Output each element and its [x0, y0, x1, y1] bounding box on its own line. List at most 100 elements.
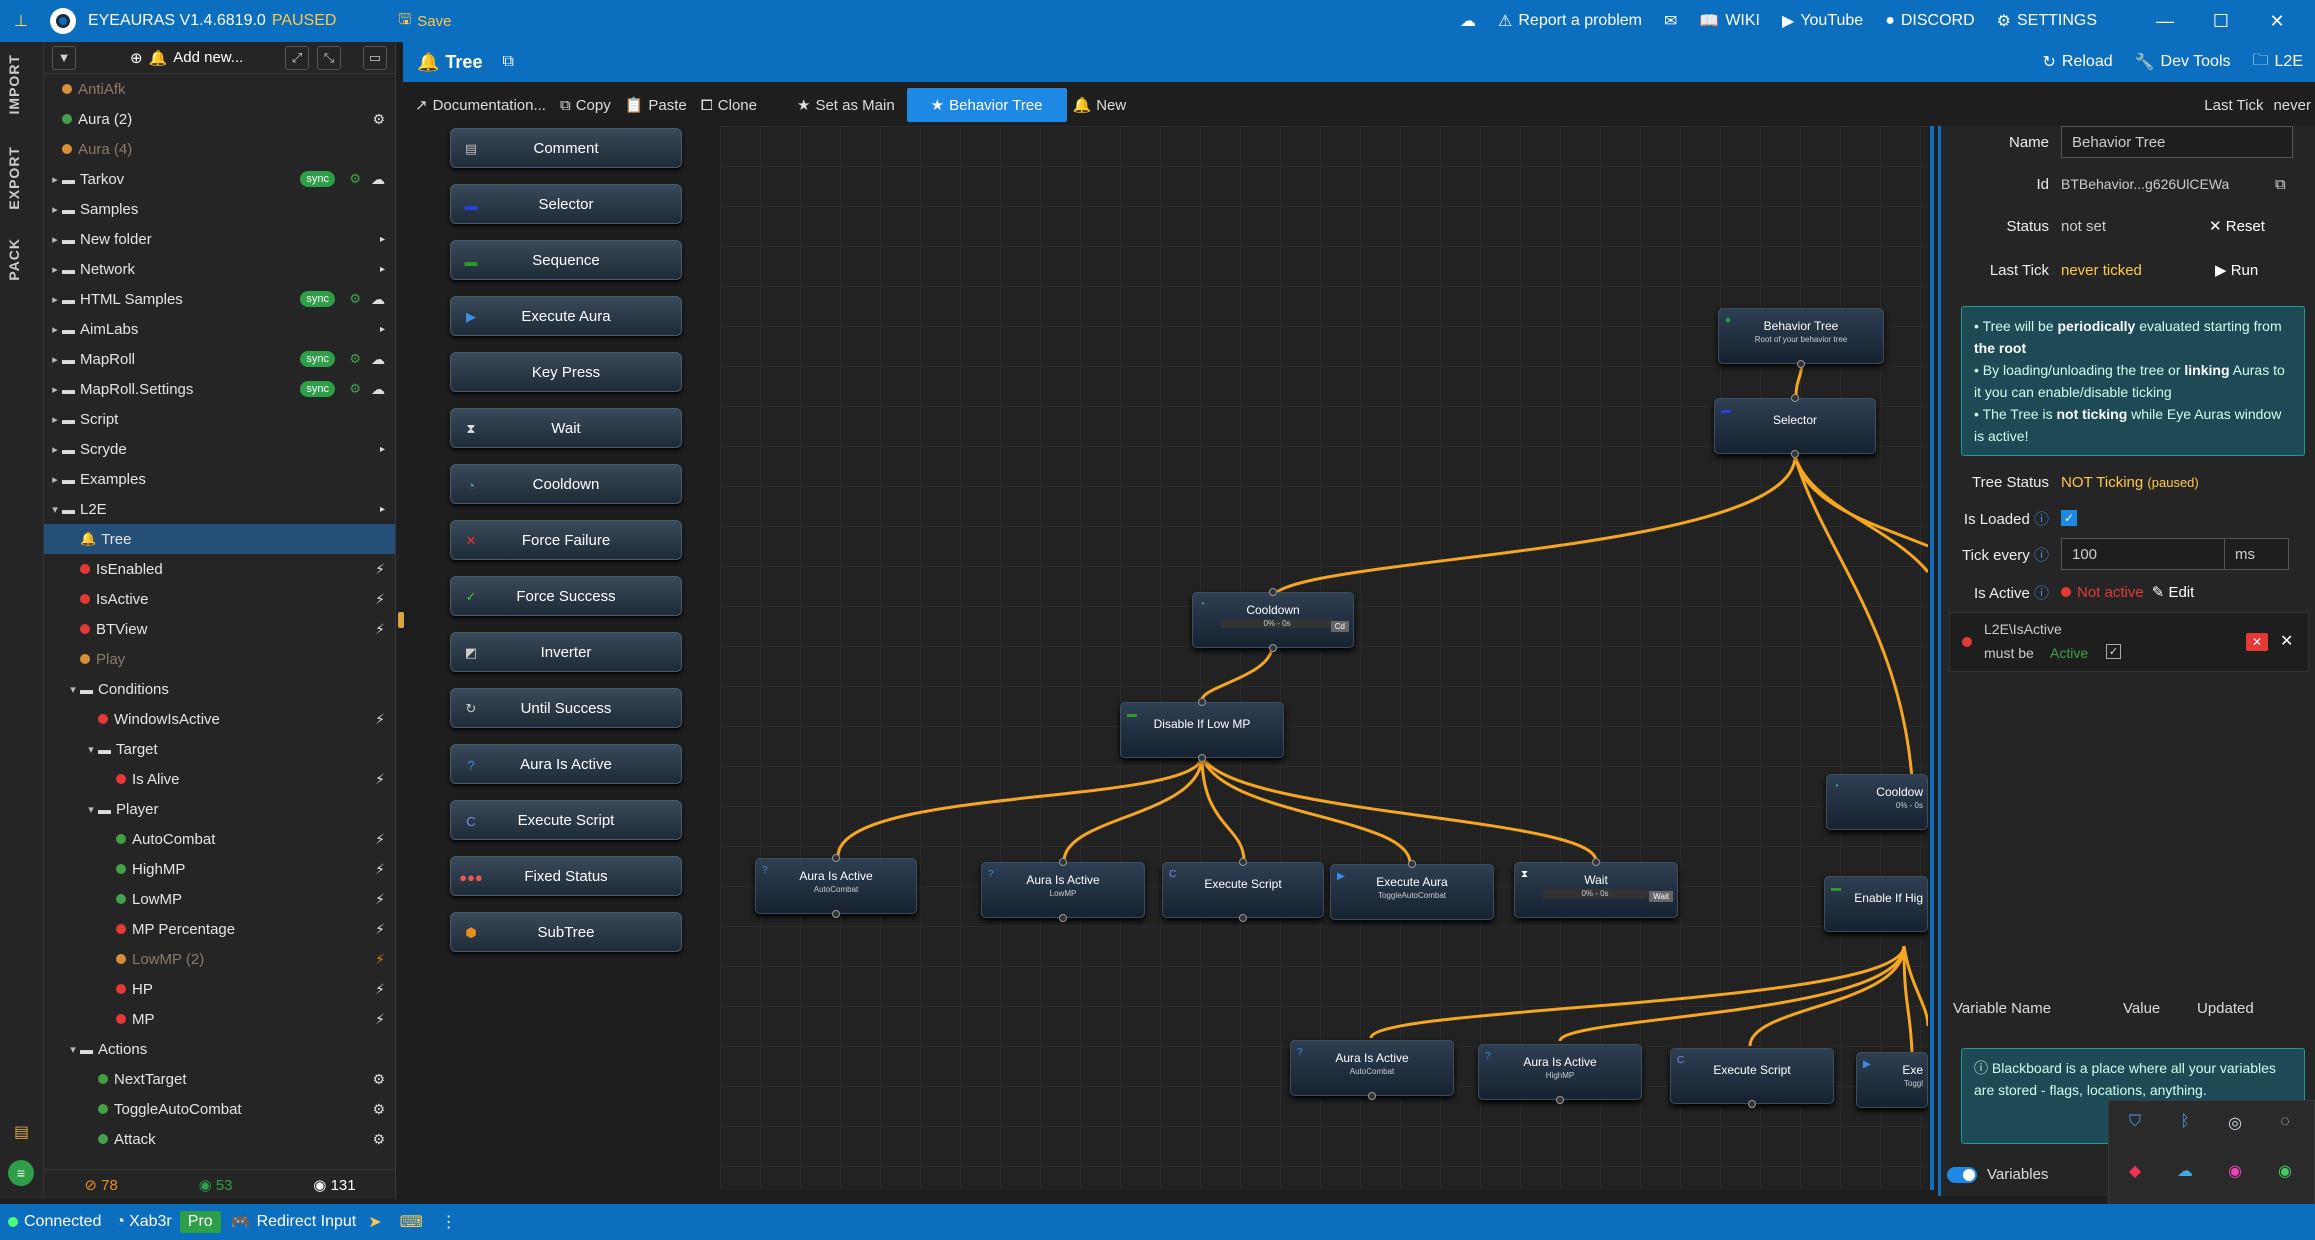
node-disable-if-low-mp[interactable]: ▬Disable If Low MP [1120, 702, 1284, 758]
tree-item[interactable]: Attack⚙ [44, 1124, 395, 1154]
save-button[interactable]: 🖫Save [398, 9, 451, 34]
expand-all-button[interactable]: ⤢ [285, 46, 309, 70]
clone-button[interactable]: ⧠Clone [701, 97, 757, 114]
reset-button[interactable]: ✕ Reset [2209, 217, 2265, 235]
tree-item[interactable]: MP⚡ [44, 1004, 395, 1034]
palette-item[interactable]: ✕Force Failure [450, 520, 682, 560]
filter-button[interactable]: ▼ [52, 46, 76, 70]
behavior-tree-tab[interactable]: ★Behavior Tree [907, 88, 1067, 122]
condition-active-checkbox[interactable]: ✓ [2106, 644, 2121, 659]
popout-icon[interactable]: ⧉ [502, 53, 513, 71]
copy-id-icon[interactable]: ⧉ [2275, 176, 2286, 193]
tree-item[interactable]: Play [44, 644, 395, 674]
gear-icon[interactable]: ⚙ [372, 1131, 385, 1148]
gear-icon[interactable]: ⚙ [349, 381, 361, 397]
chrome-icon[interactable]: ◉ [2223, 1161, 2247, 1185]
tree-item[interactable]: NextTarget⚙ [44, 1064, 395, 1094]
note-icon[interactable]: ▤ [14, 1122, 29, 1142]
dev-tools-button[interactable]: 🔧Dev Tools [2135, 52, 2231, 72]
arrow-right-icon[interactable]: ▸ [380, 504, 385, 515]
maximize-button[interactable]: ☐ [2193, 11, 2249, 32]
keyboard-icon[interactable]: ⌨ [400, 1212, 423, 1232]
node-aura-is-active-autocombat[interactable]: ?Aura Is ActiveAutoCombat [755, 858, 917, 914]
more-icon[interactable]: ⋮ [441, 1212, 457, 1232]
tree-item[interactable]: Aura (2)⚙ [44, 104, 395, 134]
edit-button[interactable]: ✎ Edit [2152, 583, 2195, 601]
caret-icon[interactable]: ▾ [66, 1043, 80, 1056]
steam-icon[interactable]: ◎ [2223, 1113, 2247, 1137]
gear-icon[interactable]: ⚙ [349, 351, 361, 367]
panel-menu-button[interactable]: ▭ [363, 46, 387, 70]
node-execute-aura-partial[interactable]: ▶ExeToggl [1856, 1052, 1928, 1108]
node-aura-is-active-autocombat-2[interactable]: ?Aura Is ActiveAutoCombat [1290, 1040, 1454, 1096]
tree-item[interactable]: LowMP⚡ [44, 884, 395, 914]
user-button[interactable]: ◔Xab3r [115, 1213, 171, 1231]
variables-toggle[interactable] [1947, 1167, 1977, 1183]
cloud-tray-icon[interactable]: ☁ [2173, 1161, 2197, 1185]
caret-icon[interactable]: ▸ [48, 263, 62, 276]
tree-item[interactable]: ▾▬Actions [44, 1034, 395, 1064]
caret-icon[interactable]: ▸ [48, 353, 62, 366]
caret-icon[interactable]: ▸ [48, 413, 62, 426]
palette-item[interactable]: CExecute Script [450, 800, 682, 840]
cloud-download-button[interactable]: ☁ [1460, 11, 1476, 31]
tree-item[interactable]: ▸▬New folder▸ [44, 224, 395, 254]
tree-item[interactable]: ▾▬Target [44, 734, 395, 764]
palette-item[interactable]: ●●●Fixed Status [450, 856, 682, 896]
close-condition-button[interactable]: ✕ [2280, 631, 2293, 651]
tree-item[interactable]: AutoCombat⚡ [44, 824, 395, 854]
gear-icon[interactable]: ⚙ [372, 1101, 385, 1118]
new-button[interactable]: 🔔New [1073, 96, 1127, 114]
node-aura-is-active-lowmp[interactable]: ?Aura Is ActiveLowMP [981, 862, 1145, 918]
caret-icon[interactable]: ▸ [48, 173, 62, 186]
palette-item[interactable]: ↻Until Success [450, 688, 682, 728]
paste-button[interactable]: 📋Paste [625, 96, 687, 114]
tree-item[interactable]: ▸▬Script [44, 404, 395, 434]
pin-icon[interactable]: ⊥ [14, 11, 28, 31]
tree-item[interactable]: ▾▬Player [44, 794, 395, 824]
palette-item[interactable]: ?Aura Is Active [450, 744, 682, 784]
tree-item[interactable]: ▾▬Conditions [44, 674, 395, 704]
node-behavior-tree-root[interactable]: ●Behavior TreeRoot of your behavior tree [1718, 308, 1884, 364]
node-cooldown-2[interactable]: ◔Cooldow0% - 0s [1826, 774, 1928, 830]
palette-item[interactable]: ▤Comment [450, 128, 682, 168]
behavior-tree-canvas[interactable]: ●Behavior TreeRoot of your behavior tree… [720, 126, 1928, 1190]
tree-item[interactable]: Aura (4) [44, 134, 395, 164]
delete-condition-button[interactable]: ✕ [2246, 633, 2268, 651]
caret-icon[interactable]: ▸ [48, 383, 62, 396]
node-cooldown[interactable]: ◔Cooldown0% - 0sCd [1192, 592, 1354, 648]
tree-item[interactable]: IsEnabled⚡ [44, 554, 395, 584]
cloud-icon[interactable]: ☁ [371, 171, 385, 188]
splitter-handle[interactable] [398, 612, 404, 628]
documentation-button[interactable]: ↗Documentation... [415, 96, 546, 114]
tree-item[interactable]: ▸▬Network▸ [44, 254, 395, 284]
cloud-icon[interactable]: ☁ [371, 381, 385, 398]
caret-icon[interactable]: ▾ [66, 683, 80, 696]
collapse-all-button[interactable]: ⤡ [317, 46, 341, 70]
network-icon[interactable]: ◌ [2273, 1113, 2297, 1137]
tree-item[interactable]: ▸▬Scryde▸ [44, 434, 395, 464]
palette-item[interactable]: ▬Sequence [450, 240, 682, 280]
caret-icon[interactable]: ▾ [48, 503, 62, 516]
import-tab[interactable]: IMPORT [6, 54, 22, 114]
arrow-right-icon[interactable]: ▸ [380, 234, 385, 245]
close-window-button[interactable]: ✕ [2249, 11, 2305, 32]
node-wait[interactable]: ⧗Wait0% - 0sWait [1514, 862, 1678, 918]
tree-item[interactable]: ▸▬AimLabs▸ [44, 314, 395, 344]
palette-item[interactable]: ✓Force Success [450, 576, 682, 616]
tree-item[interactable]: ▸▬MapRoll.Settingssync⚙☁ [44, 374, 395, 404]
tree-item[interactable]: HighMP⚡ [44, 854, 395, 884]
settings-button[interactable]: ⚙SETTINGS [1997, 11, 2097, 31]
export-tab[interactable]: EXPORT [6, 146, 22, 210]
arrow-right-icon[interactable]: ▸ [380, 324, 385, 335]
cloud-icon[interactable]: ☁ [371, 291, 385, 308]
l2e-folder-button[interactable]: 🗀L2E [2253, 49, 2303, 76]
youtube-button[interactable]: ▶YouTube [1782, 11, 1863, 31]
node-execute-script-2[interactable]: CExecute Script [1670, 1048, 1834, 1104]
tree-item[interactable]: AntiAfk [44, 74, 395, 104]
tree-item[interactable]: ▸▬Tarkovsync⚙☁ [44, 164, 395, 194]
arrow-right-icon[interactable]: ▸ [380, 264, 385, 275]
cursor-icon[interactable]: ➤ [368, 1212, 381, 1232]
gear-icon[interactable]: ⚙ [372, 1071, 385, 1088]
caret-icon[interactable]: ▾ [84, 743, 98, 756]
